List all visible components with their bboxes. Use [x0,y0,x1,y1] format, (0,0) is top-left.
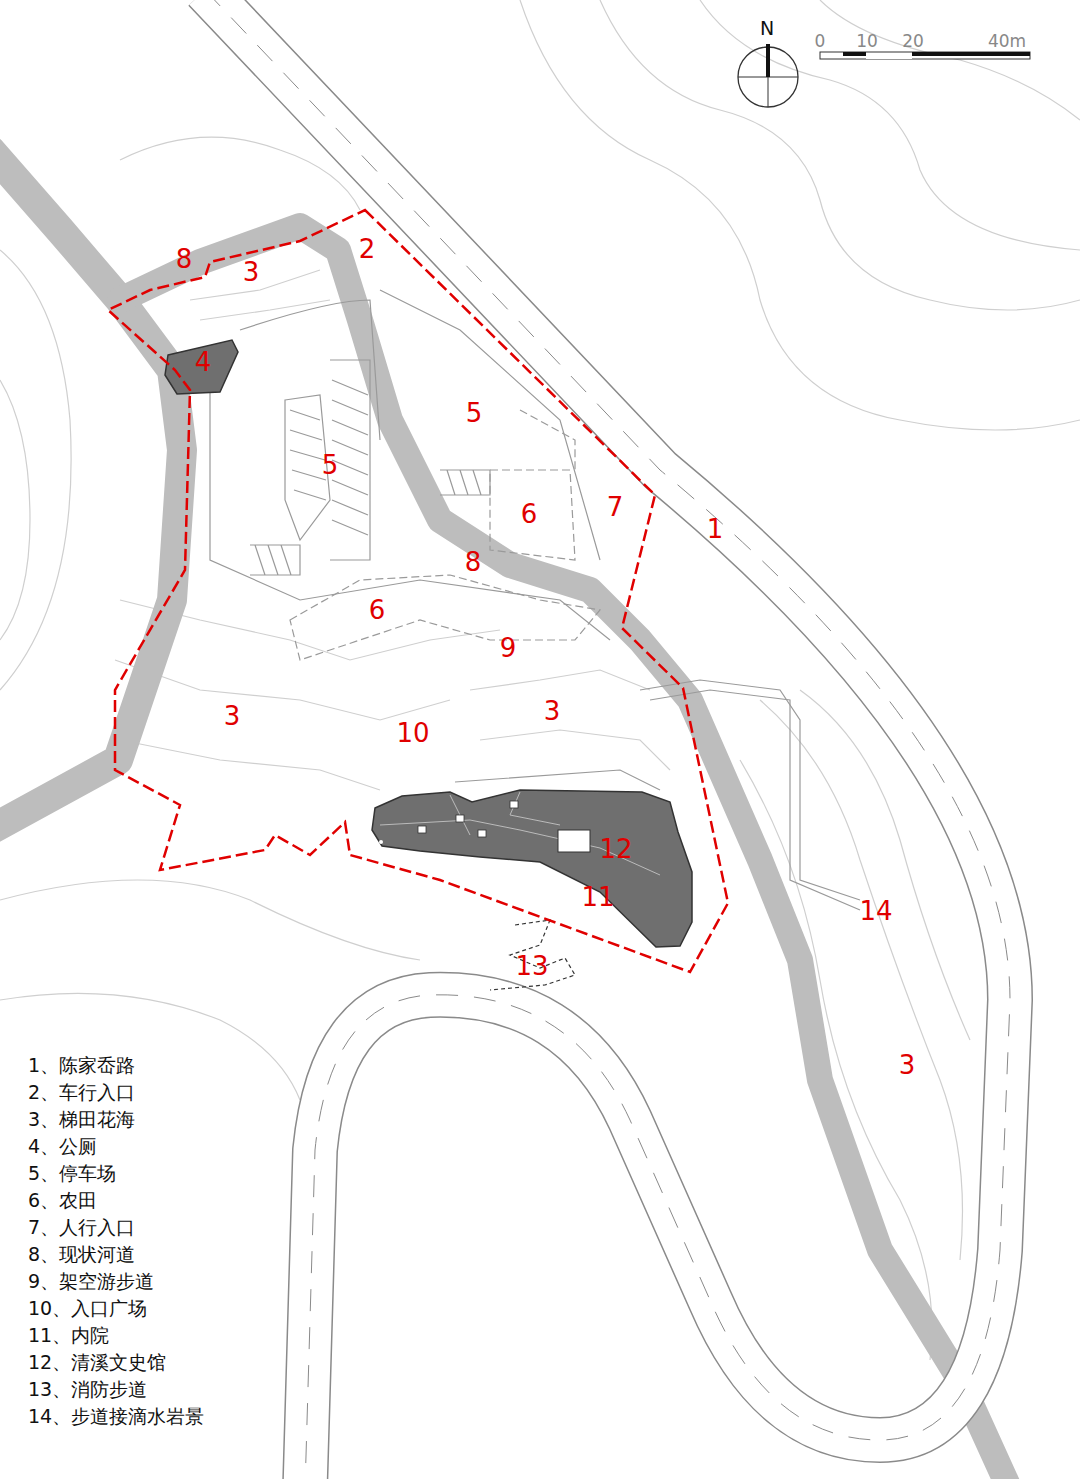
toilet-building [165,340,238,394]
callout-number: 10 [396,720,429,746]
callout-number: 3 [224,703,241,729]
fire-trail [490,920,575,990]
walkway [455,770,660,790]
callout-number: 14 [859,898,892,924]
callout-number: 12 [599,836,632,862]
callout-number: 4 [195,349,212,375]
contour [520,0,1080,430]
callout-number: 5 [466,400,483,426]
river [0,150,1010,1479]
river-west [0,150,182,830]
legend-entry: 2、车行入口 [28,1079,204,1106]
road-centerline [205,0,1010,1479]
parking-stripes [440,470,490,495]
callout-number: 11 [581,884,614,910]
callout-number: 5 [322,452,339,478]
callout-number: 2 [359,236,376,262]
scale-number: 10 [856,33,878,50]
courtyard [558,830,590,852]
contour [600,0,1080,310]
scale-segment [912,52,1030,56]
callout-number: 3 [544,698,561,724]
north-arrow [738,44,798,107]
callout-number: 3 [899,1052,916,1078]
legend-entry: 14、步道接滴水岩景 [28,1403,204,1430]
legend-entry: 4、公厕 [28,1133,204,1160]
skylight [418,826,426,833]
scale-segment [866,55,912,59]
skylight [456,815,464,822]
legend-entry: 10、入口广场 [28,1295,204,1322]
scale-number: 40m [988,33,1026,50]
callout-number: 3 [243,259,260,285]
callout-number: 8 [465,549,482,575]
farmland [490,470,575,560]
legend-entry: 7、人行入口 [28,1214,204,1241]
site-boundary [108,210,728,972]
parking-stripes [290,410,326,500]
contour [820,0,1080,120]
legend-entry: 5、停车场 [28,1160,204,1187]
terrace-line [480,730,670,770]
internal-road [210,380,610,640]
internal-road [380,290,600,560]
callout-number: 9 [500,635,517,661]
museum-building [372,790,692,947]
legend-entry: 12、清溪文史馆 [28,1349,204,1376]
road-surface [205,0,1010,1479]
scale-number: 0 [815,33,826,50]
legend-entry: 1、陈家岙路 [28,1052,204,1079]
scale-frame [820,52,1030,59]
terrace-line [115,660,450,720]
legend-entry: 6、农田 [28,1187,204,1214]
contour [0,250,71,690]
marker-dot [379,840,383,844]
road-edge [205,0,1010,1479]
scale-segment [843,52,866,56]
skylights [418,801,518,837]
north-needle [766,44,770,77]
legend-entry: 13、消防步道 [28,1376,204,1403]
legend-entry: 3、梯田花海 [28,1106,204,1133]
contour [700,0,1080,250]
farmland [290,575,600,660]
internal-road [240,300,380,440]
contour-lines [0,0,1080,1360]
north-label: N [760,19,774,38]
scale-number: 20 [902,33,924,50]
contour [0,380,30,640]
legend-entry: 11、内院 [28,1322,204,1349]
callout-number: 6 [521,501,538,527]
scale-bar [820,52,1030,59]
terrace-line [200,300,330,320]
contour [0,880,420,960]
skylight [510,801,518,808]
callout-number: 13 [515,953,548,979]
callout-number: 8 [176,246,193,272]
callout-number: 1 [707,516,724,542]
legend-entry: 8、现状河道 [28,1241,204,1268]
legend-entry: 9、架空游步道 [28,1268,204,1295]
roads [205,0,1010,1479]
terrace-line [470,670,650,690]
callout-number: 6 [369,597,386,623]
farmland [520,410,575,470]
parking-stripes [250,545,300,575]
callout-number: 7 [607,494,624,520]
skylight [478,830,486,837]
legend: 1、陈家岙路2、车行入口3、梯田花海4、公厕5、停车场6、农田7、人行入口8、现… [28,1052,204,1430]
roof-lines [380,792,660,875]
terrace-line [120,740,380,790]
